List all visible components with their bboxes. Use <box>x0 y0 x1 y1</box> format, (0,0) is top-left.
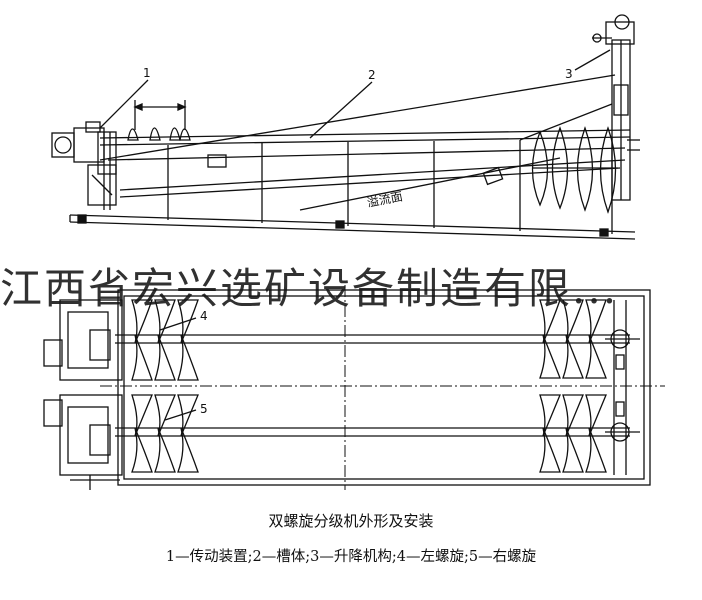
callout-4: 4 <box>200 309 208 323</box>
figure-title: 双螺旋分级机外形及安装 <box>268 512 434 530</box>
plan-view <box>43 285 665 490</box>
callout-1: 1 <box>143 66 151 80</box>
figure-legend: 1—传动装置;2—槽体;3—升降机构;4—左螺旋;5—右螺旋 <box>165 549 537 565</box>
callout-5: 5 <box>200 402 208 416</box>
callout-3: 3 <box>565 67 573 81</box>
side-view <box>51 14 640 240</box>
callout-2: 2 <box>368 68 376 82</box>
overflow-surface-label: 溢流面 <box>366 189 404 210</box>
